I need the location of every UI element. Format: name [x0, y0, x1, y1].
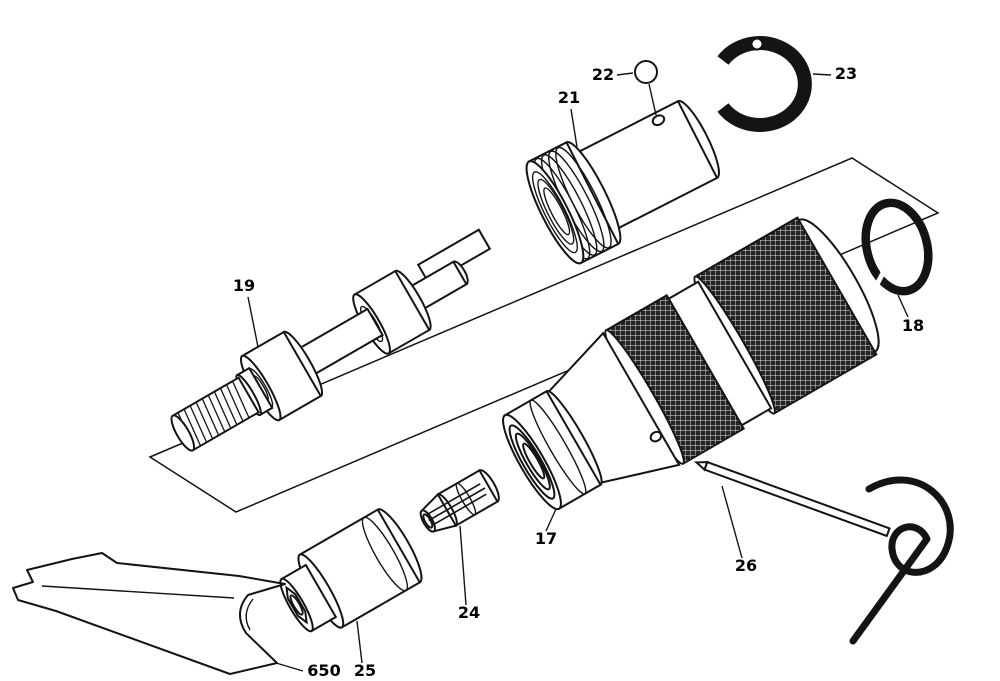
- leader-650: [275, 662, 304, 672]
- leader-lines: [247, 72, 909, 672]
- sleeve-hole: [750, 37, 764, 51]
- ball-detent-hole: [651, 114, 666, 127]
- part-21-coupling-housing: [525, 99, 720, 265]
- exploded-axis-plane: [148, 157, 940, 513]
- part-24-collet: [419, 469, 500, 533]
- pin-hole: [649, 430, 663, 443]
- part-label-24: 24: [458, 603, 480, 622]
- leader-18: [897, 294, 909, 318]
- part-label-650: 650: [307, 661, 340, 680]
- part-label-17: 17: [535, 529, 557, 548]
- leader-24: [459, 525, 467, 606]
- part-label-18: 18: [902, 316, 924, 335]
- collet-slots: [427, 483, 487, 526]
- part-label-22: 22: [592, 65, 614, 84]
- leader-17: [545, 508, 557, 532]
- part-26-pin-and-clip: [693, 460, 954, 645]
- part-18-retaining-ring: [861, 198, 933, 296]
- leader-21: [570, 108, 578, 148]
- leader-19: [247, 296, 259, 348]
- part-22-steel-ball: [634, 60, 658, 116]
- part-label-21: 21: [558, 88, 580, 107]
- leader-23: [812, 73, 832, 76]
- leader-26: [721, 485, 743, 559]
- retaining-clip: [849, 476, 954, 645]
- leader-22: [616, 72, 634, 76]
- part-23-clamp-sleeve: [717, 36, 812, 132]
- part-label-19: 19: [233, 276, 255, 295]
- part-25-collet-nut: [279, 508, 423, 633]
- part-label-23: 23: [835, 64, 857, 83]
- part-19-spindle-shaft: [170, 228, 492, 452]
- part-label-25: 25: [354, 661, 376, 680]
- part-labels: 17 18 19 21 22 23 24 25 26 650: [233, 64, 924, 680]
- part-650-open-end-wrench: [12, 552, 286, 675]
- part-label-26: 26: [735, 556, 757, 575]
- part-17-body-housing: [502, 216, 880, 511]
- leader-25: [356, 620, 363, 664]
